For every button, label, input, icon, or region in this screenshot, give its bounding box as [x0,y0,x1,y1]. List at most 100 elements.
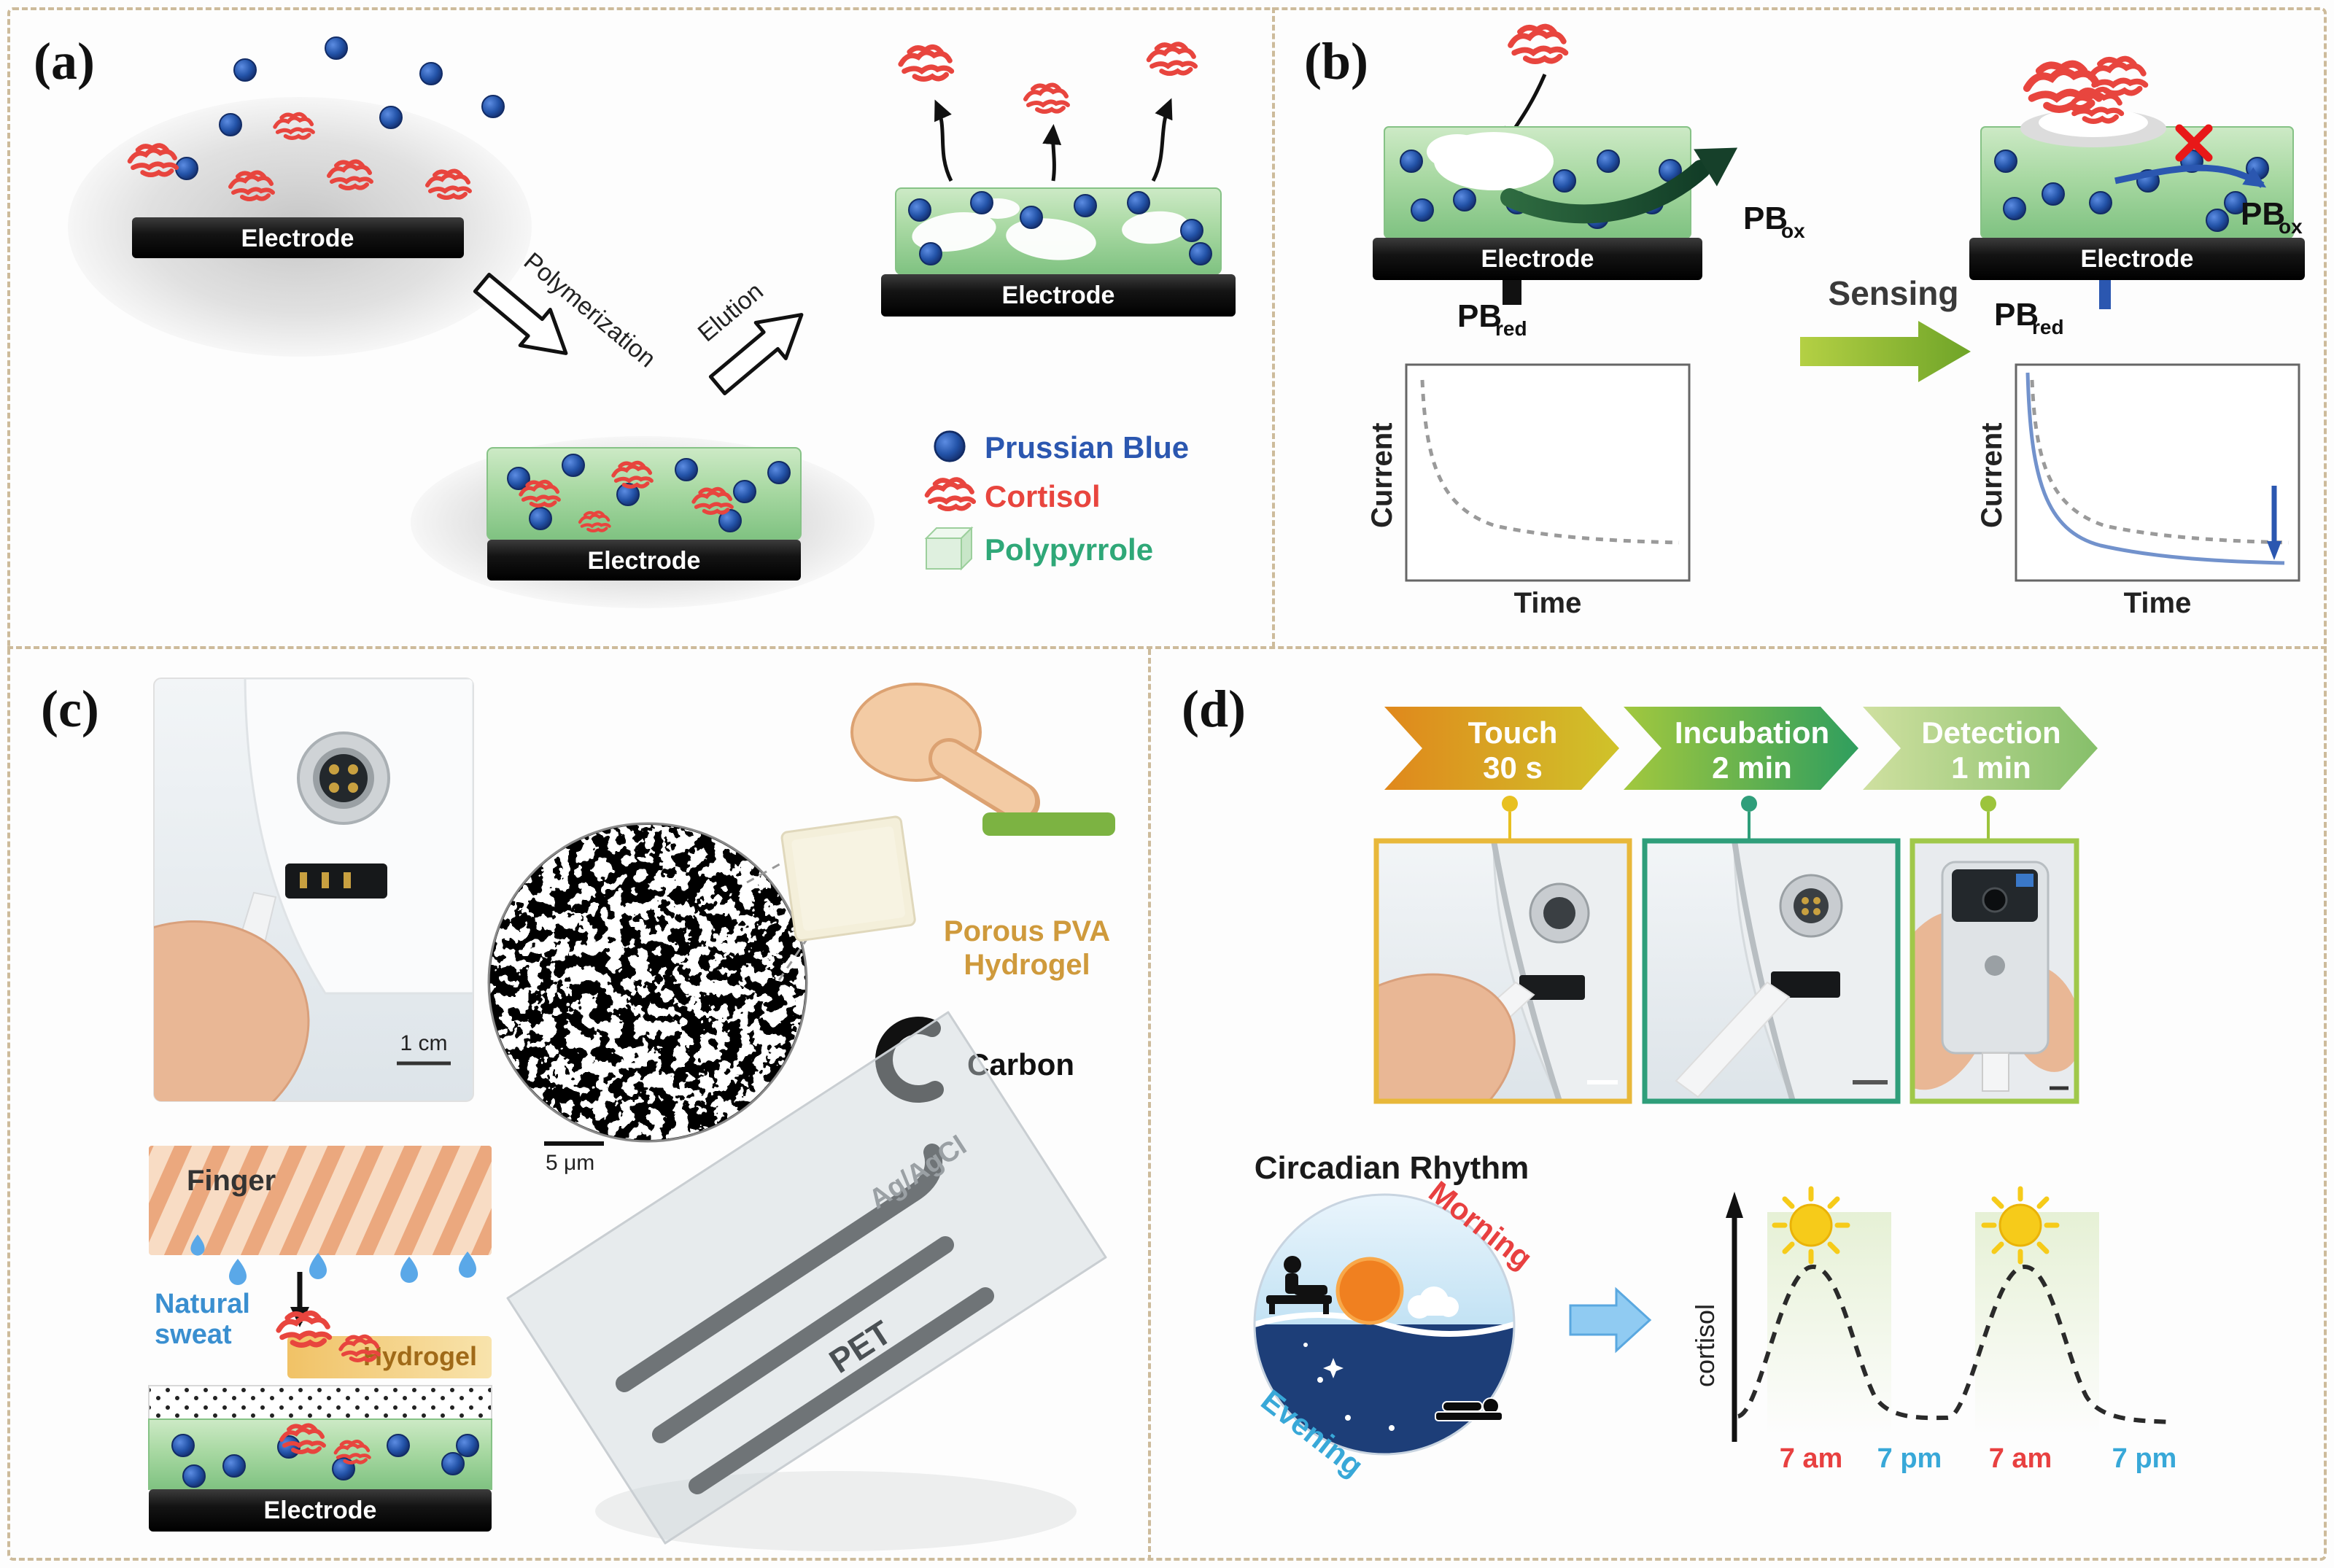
cortisol-icon [1511,27,1565,62]
electrode-label: Electrode [264,1497,377,1524]
step-title: Touch [1468,715,1558,750]
step-time: 1 min [1951,750,2031,785]
photo-incubation [1642,838,1901,1104]
panel-d-label: (d) [1182,680,1246,738]
legend-cortisol: Cortisol [985,479,1101,513]
finger [1376,973,1516,1101]
electrode-bar [881,274,1236,317]
day-night-circle: Morning Evening [1253,1174,1539,1483]
cortisol-axis-label: cortisol [1690,1304,1720,1387]
person-waking-icon [1266,1256,1332,1314]
carbon-label: Carbon [967,1047,1074,1082]
electrode-label: Electrode [2081,245,2194,273]
electrode-bar [1969,238,2305,280]
electrode-label: Electrode [1002,282,1115,309]
cortisol-curve [1737,1265,2174,1424]
sun-icon [1984,1189,2057,1262]
electrode-bar [1373,238,1702,280]
sensing-arrow [1800,321,1971,382]
elution-arrow [708,313,804,395]
electron-flow-arrow [1500,160,1710,224]
pb-ox-subscript: ox [1781,220,1805,242]
panel-a-label: (a) [34,32,95,90]
person-sleeping-icon [1435,1397,1503,1421]
porous-membrane-layer [148,1385,492,1420]
current-time-plot-after: Current Time [1976,363,2300,619]
signal-current-curve [2025,372,2285,565]
signal-drop-arrowhead [2267,541,2281,560]
panel-b-label: (b) [1304,32,1368,90]
electrode-bar: Electrode [132,217,464,258]
sensor-before-binding: PB ox Electrode PB red [1373,27,1805,340]
sun-icon [1335,1257,1404,1325]
step-title: Incubation [1675,715,1829,750]
moon-icon [1888,1316,1924,1370]
electron-flow-arrowhead [1694,147,1738,187]
sem-micrograph: 5 μm [487,822,808,1175]
prussian-blue-dot-icon [934,430,966,462]
scalebar-1cm-label: 1 cm [400,1031,447,1055]
magnification-callout-lines [746,859,808,981]
legend-prussian-blue: Prussian Blue [985,430,1189,465]
polymerization-arrow [473,273,568,355]
time-label-7am-2: 7 am [1989,1443,2052,1474]
finger-press-icon [850,683,1115,836]
hydrogel-layer [287,1336,492,1378]
legend-polypyrrole: Polypyrrole [985,532,1153,567]
eluted-film-assembly: Electrode [881,44,1236,317]
divider-vertical-top [1272,7,1275,648]
panel-b: (b) PB ox Electrode PB red [1304,12,2305,619]
current-time-plot-before: Current Time [1366,363,1691,619]
blocked-x-icon [2175,124,2213,162]
reader-button [1985,955,2005,976]
pet-substrate: Ag/AgCl PET [506,1011,1107,1551]
sun-icon [1775,1189,1848,1262]
legend: Prussian Blue Cortisol Polypyrrole [924,430,1189,571]
result-arrow [1569,1286,1652,1354]
cortisol-icon [927,479,974,508]
electrode-label: Electrode [241,225,354,252]
sensor-strip [1982,1052,2009,1092]
photo-detection [1910,838,2079,1104]
photo-touch [1373,838,1632,1104]
device-photo: 1 cm [153,678,474,1102]
cortisol-icons-leaving [901,44,1195,112]
electrode-contact [2099,280,2111,309]
polypyrrole-cube-icon [924,526,974,571]
sensor-after-binding: PB ox Electrode PB red [1969,59,2305,338]
skin-sensor-schematic: Finger Natural sweat Hydrogel [148,1146,492,1532]
step-connectors [1502,796,1996,841]
natural-sweat-label-1: Natural [155,1289,250,1319]
time-label-7pm-1: 7 pm [1877,1443,1942,1474]
step-time: 30 s [1483,750,1543,785]
panel-c: (c) 1 cm [41,678,1115,1551]
step-time: 2 min [1712,750,1792,785]
pb-red-label: PB [1457,298,1502,334]
finger [154,920,310,1101]
electrode-bar [149,1489,492,1532]
finger-label: Finger [187,1165,276,1197]
cortisol-rhythm-chart: cortisol 7 am 7 pm 7 am 7 pm [1690,1189,2176,1474]
strip-slot [285,863,387,899]
scalebar-5um-label: 5 μm [546,1151,594,1175]
mip-film-assembly: Electrode [411,436,875,608]
current-axis-label: Current [1366,423,1398,528]
pb-ox-label: PB [1743,201,1788,236]
sensor-strip [1675,981,1791,1098]
hydrogel-square [780,815,916,942]
panel-d: (d) Touch 30 s Incubation 2 min Detectio… [1182,680,2176,1483]
panel-c-label: (c) [41,680,99,738]
pb-red-subscript: red [1495,317,1527,340]
time-label-7am-1: 7 am [1780,1443,1843,1474]
pb-red-subscript: red [2032,316,2064,338]
panel-a: (a) Electrode Polymerization [34,32,1236,608]
natural-sweat-label-2: sweat [155,1319,232,1350]
pressed-hydrogel-strip [982,812,1115,836]
divider-horizontal [7,646,2327,649]
moon-icon [2122,1324,2159,1377]
figure-border [7,7,2327,1561]
electrode-contact [1503,280,1521,305]
divider-vertical-bottom [1148,649,1151,1561]
time-label-7pm-2: 7 pm [2112,1443,2177,1474]
pb-red-label: PB [1994,297,2039,333]
